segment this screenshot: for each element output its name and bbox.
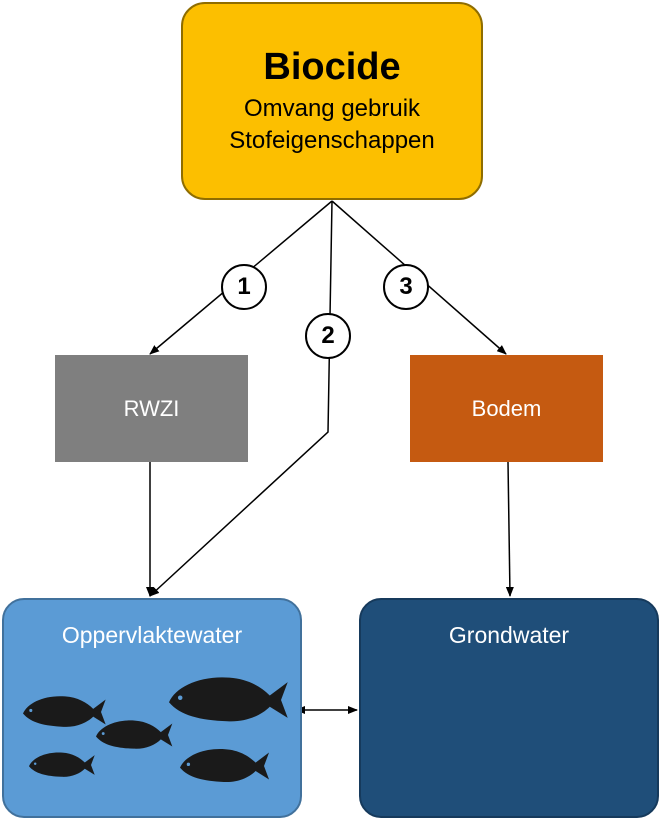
biocide-box: Biocide Omvang gebruik Stofeigenschappen [181,2,483,200]
arrow-bodem-to-grondwater [505,461,514,597]
biocide-properties-label: Stofeigenschappen [229,127,435,154]
fish-icon [180,748,270,783]
fish-icon [29,752,95,777]
bodem-box: Bodem [410,355,603,462]
grondwater-box: Grondwater [359,598,659,818]
bodem-label: Bodem [471,395,542,421]
pathway-1-badge: 1 [221,264,267,310]
pathway-3-badge: 3 [383,264,429,310]
grondwater-label: Grondwater [448,622,570,648]
biocide-title: Biocide [263,46,401,88]
fish-icon [23,696,106,727]
fish-icon [169,677,288,722]
pathway-2-badge: 2 [305,313,351,359]
arrow-biocide-to-oppervlaktewater [149,200,333,597]
biocide-usage-label: Omvang gebruik [243,95,421,122]
oppervlaktewater-label: Oppervlaktewater [61,622,243,648]
rwzi-label: RWZI [123,395,180,421]
rwzi-box: RWZI [55,355,248,462]
fish-icon [96,720,173,749]
pathway-2-number: 2 [321,322,335,349]
pathway-1-number: 1 [237,273,251,300]
pathway-3-number: 3 [399,273,413,300]
